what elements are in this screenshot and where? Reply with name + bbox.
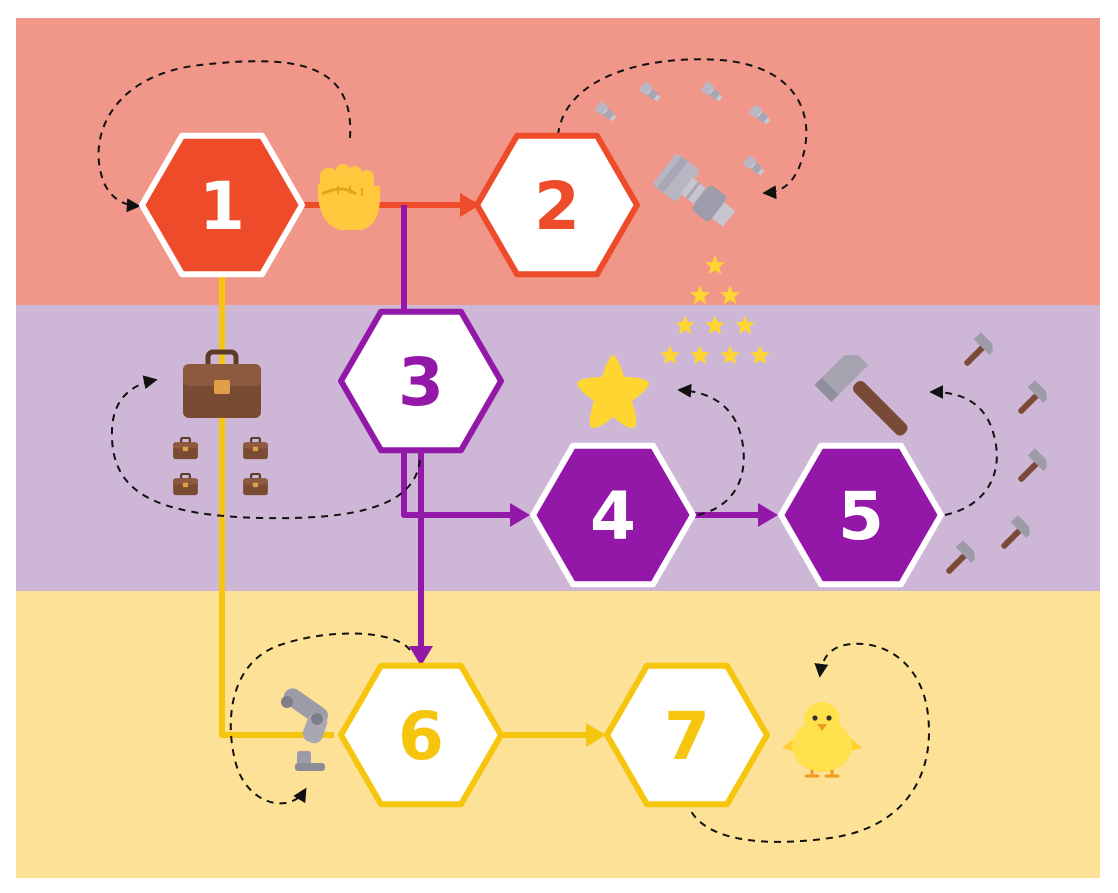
arrowhead-to-2: [460, 193, 480, 217]
node-label: 1: [199, 168, 245, 245]
loop-arrow-1: [97, 60, 352, 213]
node-label: 6: [398, 698, 444, 775]
node-3: 3: [338, 308, 504, 454]
arrowhead-to-5: [758, 503, 778, 527]
loop-arrow-6: [229, 632, 411, 805]
connectors: [219, 193, 778, 747]
loop-arrows: [97, 58, 998, 843]
hexagon-shape: [338, 308, 504, 454]
node-label: 4: [590, 478, 636, 555]
nodes: 1 2 3 4 5 6 7: [139, 132, 944, 808]
hexagon-shape: [530, 442, 696, 588]
hexagon-shape: [604, 662, 770, 808]
loop-arrow-4: [677, 383, 745, 516]
node-label: 3: [398, 344, 444, 421]
node-label: 7: [664, 698, 710, 775]
node-5: 5: [778, 442, 944, 588]
robot-arm-icon: [281, 688, 328, 771]
connector-3-to-4: [401, 447, 512, 518]
hammer-icon: [814, 355, 908, 436]
loop-arrow-2: [557, 58, 808, 200]
bolt-icon: [653, 154, 736, 227]
loop-arrow-3: [110, 375, 421, 520]
node-4: 4: [530, 442, 696, 588]
hexagon-shape: [139, 132, 305, 278]
arrowhead-to-7: [586, 723, 606, 747]
chick-icon: [782, 702, 862, 778]
node-label: 2: [534, 168, 580, 245]
connector-1-to-6: [219, 268, 334, 738]
loop-arrow-5: [929, 385, 998, 516]
briefcase-icon: [183, 349, 261, 418]
loop-arrow-7: [686, 642, 930, 843]
hexagon-shape: [778, 442, 944, 588]
hexagon-shape: [474, 132, 640, 278]
hexagon-shape: [338, 662, 504, 808]
background-bands: [16, 18, 1100, 878]
node-7: 7: [604, 662, 770, 808]
arrowhead-to-4: [510, 503, 530, 527]
star-icon: [577, 355, 649, 428]
node-label: 5: [838, 478, 884, 555]
node-1: 1: [139, 132, 305, 278]
node-2: 2: [474, 132, 640, 278]
fist-icon: [317, 164, 380, 230]
arrowhead-to-6: [409, 646, 433, 666]
node-6: 6: [338, 662, 504, 808]
